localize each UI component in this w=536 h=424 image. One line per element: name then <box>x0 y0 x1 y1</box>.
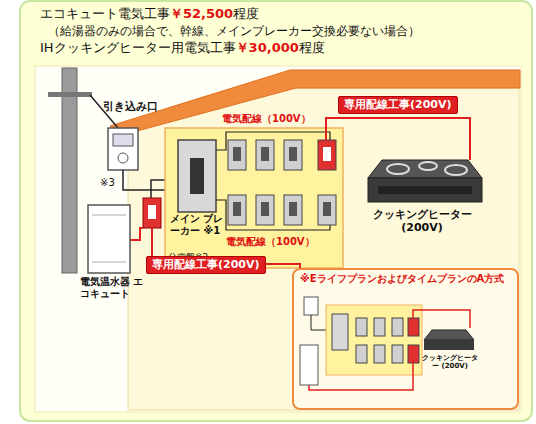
breaker-handle <box>233 202 241 216</box>
part-label: クッキングヒーター (200V) <box>420 354 480 371</box>
breaker-handle <box>289 202 297 216</box>
house-roof <box>110 70 520 134</box>
house-wall <box>128 88 519 410</box>
branch-breaker <box>256 195 274 225</box>
part-label: 電気温水器 エコキュート <box>80 276 144 300</box>
main-breaker-handle <box>190 158 204 194</box>
wiring-tag: 専用配線工事(200V) <box>146 256 266 274</box>
inset-heading: ※EライフプランおよびタイムプランのA方式 <box>294 270 517 289</box>
breaker-handle <box>323 202 331 216</box>
breaker-handle <box>261 147 269 161</box>
branch-breaker <box>228 195 246 225</box>
inset-box: ※EライフプランおよびタイムプランのA方式 <box>292 268 519 410</box>
mini-meter <box>304 297 318 315</box>
mini-breaker <box>356 345 367 363</box>
inset-ground <box>292 268 519 410</box>
part-label: 電気配線（100V） <box>226 236 315 248</box>
part-label: クッキングヒーター (200V) <box>362 208 482 234</box>
cost-text: IHクッキングヒーター用電気工事 <box>40 40 236 56</box>
mini-red-wire <box>309 360 413 390</box>
dedicated-wire <box>130 228 143 240</box>
cooktop-top <box>368 160 482 178</box>
burner <box>445 165 467 175</box>
breaker-handle <box>289 147 297 161</box>
tag-text: 専用配線工事(200V) <box>147 257 265 273</box>
breaker-handle <box>233 147 241 161</box>
mini-breaker <box>392 345 403 363</box>
mini-red-wire <box>413 310 470 328</box>
branch-breaker <box>256 140 274 170</box>
distribution-panel <box>165 128 343 268</box>
branch-breaker <box>284 195 302 225</box>
branch-breaker <box>228 140 246 170</box>
cost-text: ￥52,500 <box>170 6 233 22</box>
breaker-handle <box>148 205 156 219</box>
breaker-feed <box>151 180 165 198</box>
pole-crossarm <box>48 92 92 97</box>
cost-line: IHクッキングヒーター用電気工事￥30,000程度 <box>40 40 325 56</box>
mini-breaker <box>374 345 385 363</box>
breaker-handle <box>261 202 269 216</box>
mini-breaker <box>392 318 403 336</box>
breaker-handle <box>323 147 331 161</box>
control-strip <box>378 186 472 194</box>
tag-text: 専用配線工事(200V) <box>339 97 457 113</box>
mini-cooktop-body <box>424 340 474 350</box>
mini-cooktop <box>424 330 474 340</box>
mini-breaker <box>374 318 385 336</box>
part-label: 電気配線（100V） <box>222 113 311 125</box>
mini-breaker <box>408 318 419 336</box>
mini-breaker <box>356 318 367 336</box>
mini-panel <box>326 305 422 375</box>
meter <box>108 128 138 170</box>
heater-breaker <box>143 198 161 228</box>
burner <box>419 162 437 170</box>
utility-pole <box>62 68 77 273</box>
mini-main-breaker <box>332 314 348 350</box>
cost-text: （給湯器のみの場合で、幹線、メインブレーカー交換必要ない場合） <box>48 24 420 38</box>
branch-breaker <box>318 140 336 170</box>
mini-water-heater <box>300 345 318 385</box>
mini-wire <box>311 315 328 330</box>
branch-breaker <box>284 140 302 170</box>
cost-line: エコキュート電気工事￥52,500程度 <box>40 6 259 22</box>
water-heater <box>88 205 130 273</box>
dedicated-wire <box>326 118 470 160</box>
illustration-panel <box>35 66 521 412</box>
heater-stripe <box>92 215 126 216</box>
cost-text: エコキュート電気工事 <box>40 6 170 22</box>
meter-window <box>113 134 133 146</box>
part-label: ※3 <box>100 177 115 189</box>
part-label: メイン ブレーカー ※1 <box>170 213 232 237</box>
cost-text: 程度 <box>299 40 325 56</box>
branch-breaker <box>318 195 336 225</box>
cost-text: 程度 <box>233 6 259 22</box>
main-breaker <box>178 140 216 212</box>
mini-breakers <box>356 318 419 363</box>
wiring-tag: 専用配線工事(200V) <box>338 96 458 114</box>
cost-text: ￥30,000 <box>236 40 299 56</box>
outer-panel <box>20 1 532 421</box>
cost-line: （給湯器のみの場合で、幹線、メインブレーカー交換必要ない場合） <box>48 24 420 38</box>
meter-dial <box>118 153 128 163</box>
burner <box>387 164 409 174</box>
branch-breakers <box>228 140 336 225</box>
part-label: 引き込み口 <box>103 100 158 113</box>
heater-stripe <box>92 262 126 263</box>
cooktop-body <box>368 178 482 202</box>
